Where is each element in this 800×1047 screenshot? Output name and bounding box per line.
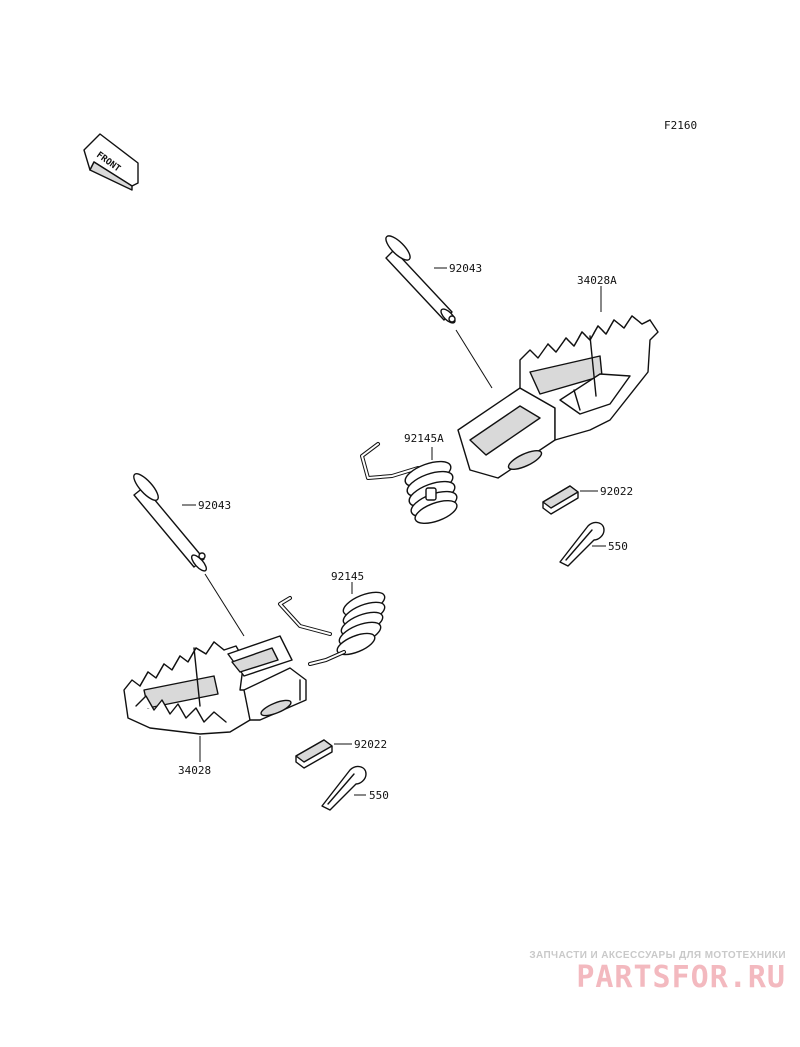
watermark-tagline: ЗАПЧАСТИ И АКСЕССУАРЫ ДЛЯ МОТОТЕХНИКИ [529,950,786,961]
leader-pin-lower [204,573,245,637]
figure-code: F2160 [664,119,697,132]
washer-lower-92022 [295,739,333,769]
spring-upper-92145a [360,442,458,525]
callout-footrest-right: 34028A [577,274,617,287]
callout-footrest-left: 34028 [178,764,211,777]
leader-pin-upper [455,329,493,389]
spring-lower-92145 [278,591,386,666]
cotter-pin-upper-550 [559,521,605,567]
washer-upper-92022 [542,485,579,515]
footrest-left-34028 [123,635,307,735]
callout-cotter-upper: 550 [608,540,628,553]
callout-spring-lower: 92145 [331,570,364,583]
footrest-right-34028a [457,315,659,479]
callout-spring-upper: 92145A [404,432,444,445]
pivot-pin-upper [385,235,456,324]
pivot-pin-lower [133,473,208,572]
callout-pin-upper: 92043 [449,262,482,275]
front-arrow-icon: FRONT [83,133,139,191]
watermark-logo: PARTSFOR.RU [576,960,786,995]
cotter-pin-lower-550 [321,765,367,811]
callout-cotter-lower: 550 [369,789,389,802]
watermark: ЗАПЧАСТИ И АКСЕССУАРЫ ДЛЯ МОТОТЕХНИКИ PA… [529,950,786,995]
callout-washer-lower: 92022 [354,738,387,751]
callout-washer-upper: 92022 [600,485,633,498]
callout-pin-lower: 92043 [198,499,231,512]
